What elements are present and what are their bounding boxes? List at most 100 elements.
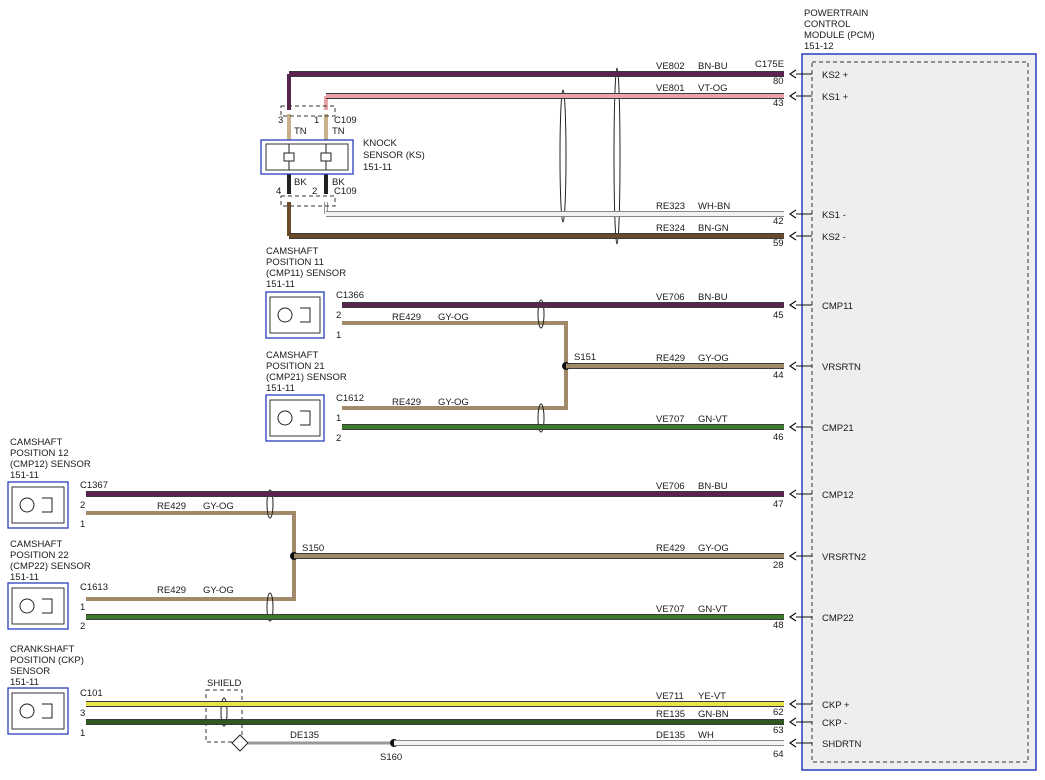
- wire-color-label: GN-VT: [698, 414, 728, 425]
- ckp-title-3: SENSOR: [10, 666, 50, 677]
- connector-chevron-icon: [788, 551, 797, 561]
- pcm-pin-signal-label: KS1 -: [822, 210, 846, 221]
- twist-marker-cmp21: [537, 403, 545, 433]
- pcm-pin-signal-label: KS2 +: [822, 70, 849, 81]
- wire-color-label: BN-BU: [698, 292, 728, 303]
- knock-wire-color-3: BK: [294, 177, 307, 188]
- wire-color-label: VT-OG: [698, 83, 728, 94]
- connector-chevron-icon: [788, 300, 797, 310]
- wire-color-label: GN-VT: [698, 604, 728, 615]
- c1612-pin-2: 2: [336, 433, 341, 444]
- wire-color-label: WH-BN: [698, 201, 730, 212]
- pcm-pin-signal-label: CMP21: [822, 423, 854, 434]
- twist-marker-cmp22: [266, 592, 274, 622]
- connector-chevron-icon: [788, 91, 797, 101]
- pcm-pin-signal-label: KS1 +: [822, 92, 849, 103]
- knock-pin-2: 2: [312, 186, 317, 197]
- connector-chevron-icon: [788, 717, 797, 727]
- pcm-pin-number: 42: [773, 216, 784, 227]
- knock-name-3: 151-11: [363, 162, 392, 173]
- gear-icon: [277, 410, 293, 426]
- sensor-cmp12: [7, 481, 69, 529]
- pcm-title-line3: MODULE (PCM): [804, 30, 875, 41]
- shield-label: SHIELD: [207, 678, 241, 689]
- twist-marker-cmp12: [266, 489, 274, 519]
- connector-chevron-icon: [788, 699, 797, 709]
- cmp11-return-wire: [342, 321, 568, 366]
- splice-s151-label: S151: [574, 352, 596, 363]
- pcm-pin-number: 59: [773, 238, 784, 249]
- wire-color-label: BN-BU: [698, 61, 728, 72]
- pcm-title-line4: 151-12: [804, 41, 834, 52]
- cmp12-title-3: (CMP12) SENSOR: [10, 459, 91, 470]
- knock-element-1: [283, 152, 295, 162]
- shield-dashed-box: [205, 689, 243, 743]
- twist-marker-cmp11: [537, 299, 545, 329]
- pcm-pin-number: 47: [773, 499, 784, 510]
- pcm-title-line2: CONTROL: [804, 19, 850, 30]
- cmp21-title-3: (CMP21) SENSOR: [266, 372, 347, 383]
- pcm-pin-signal-label: VRSRTN: [822, 362, 861, 373]
- pcm-pin-signal-label: KS2 -: [822, 232, 846, 243]
- wire-circuit-label: VE707: [656, 604, 685, 615]
- pcm-pin-signal-label: CMP12: [822, 490, 854, 501]
- sensor-cmp11: [265, 291, 325, 339]
- cmp21-return-wire: [342, 366, 568, 410]
- pcm-pin-signal-label: CKP +: [822, 700, 850, 711]
- ckp-title-4: 151-11: [10, 677, 39, 688]
- connector-chevron-icon: [788, 489, 797, 499]
- gear-icon: [277, 307, 293, 323]
- pcm-title-line1: POWERTRAIN: [804, 8, 868, 19]
- c101-pin-1: 1: [80, 728, 85, 739]
- pcm-pin-number: 63: [773, 725, 784, 736]
- wire-circuit-label: VE706: [656, 292, 685, 303]
- cmp22-return-wire: [86, 556, 296, 601]
- cmp11-title-3: (CMP11) SENSOR: [266, 268, 346, 279]
- cmp22-title-3: (CMP22) SENSOR: [10, 561, 91, 572]
- pcm-connector-label: C175E: [755, 59, 784, 70]
- connector-chevron-icon: [788, 231, 797, 241]
- shield-ground-symbol: [231, 734, 249, 752]
- c1366-pin-1: 1: [336, 330, 341, 341]
- c1613-pin-2: 2: [80, 621, 85, 632]
- pcm-pin-number: 43: [773, 98, 784, 109]
- wire-circuit-label: VE802: [656, 61, 685, 72]
- cmp22-title-4: 151-11: [10, 572, 39, 583]
- wire-color-label: BN-GN: [698, 223, 729, 234]
- knock-sensor-leads: [288, 144, 327, 170]
- cmp22-color-label: GY-OG: [203, 585, 234, 596]
- wire-circuit-label: RE324: [656, 223, 685, 234]
- knock-name-1: KNOCK: [363, 138, 397, 149]
- knock-pin-4: 4: [276, 186, 281, 197]
- knock-wire-color-2: TN: [332, 126, 345, 137]
- pcm-pin-number: 44: [773, 370, 784, 381]
- cmp11-title-2: POSITION 11: [266, 257, 324, 268]
- c109-bottom-dashed: [280, 195, 336, 207]
- splice-s150-label: S150: [302, 543, 324, 554]
- cmp11-color-label: GY-OG: [438, 312, 469, 323]
- cmp12-color-label: GY-OG: [203, 501, 234, 512]
- c101-pin-3: 3: [80, 708, 85, 719]
- knock-element-2: [320, 152, 332, 162]
- wire-color-label: GY-OG: [698, 543, 729, 554]
- c1367-label: C1367: [80, 480, 108, 491]
- pcm-pin-signal-label: CKP -: [822, 718, 847, 729]
- wire-circuit-label: VE711: [656, 691, 684, 702]
- wire-circuit-label: RE429: [656, 353, 685, 364]
- c101-label: C101: [80, 688, 103, 699]
- knock-connector-top: C109: [334, 115, 357, 126]
- cmp11-circuit-label: RE429: [392, 312, 421, 323]
- cmp22-title-1: CAMSHAFT: [10, 539, 62, 550]
- cmp12-title-1: CAMSHAFT: [10, 437, 62, 448]
- cmp12-title-4: 151-11: [10, 470, 39, 481]
- cmp21-title-2: POSITION 21: [266, 361, 325, 372]
- connector-chevron-icon: [788, 738, 797, 748]
- ckp-title-1: CRANKSHAFT: [10, 644, 75, 655]
- pcm-module-box: [801, 53, 1037, 771]
- c1366-label: C1366: [336, 290, 364, 301]
- wire-circuit-label: VE707: [656, 414, 685, 425]
- wire-circuit-label: RE135: [656, 709, 685, 720]
- knock-pin-3: 3: [278, 115, 283, 126]
